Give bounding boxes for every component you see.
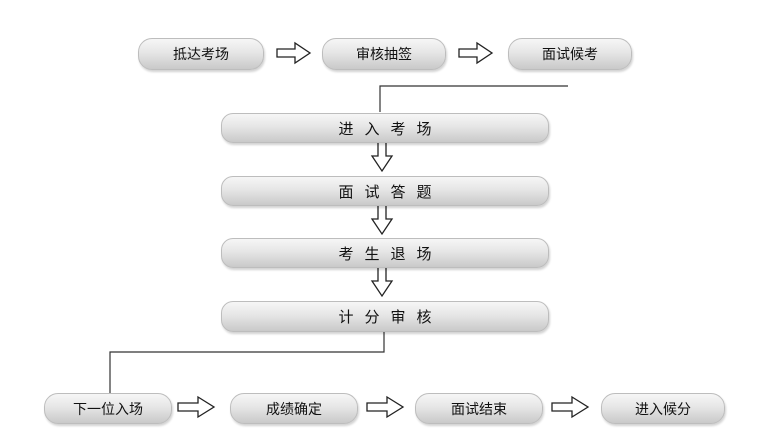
step-candidate-exit: 考生退场 bbox=[221, 238, 549, 268]
arrow-down-icon bbox=[370, 204, 394, 236]
step-arrive-venue: 抵达考场 bbox=[138, 38, 264, 70]
step-candidate-exit-label: 考生退场 bbox=[338, 244, 443, 263]
step-review-draw-lots: 审核抽签 bbox=[322, 38, 446, 70]
step-answer-questions: 面试答题 bbox=[221, 176, 549, 206]
step-wait-score: 进入候分 bbox=[601, 393, 725, 424]
step-wait-interview: 面试候考 bbox=[508, 38, 632, 70]
arrow-right-icon bbox=[177, 395, 216, 419]
connector-line bbox=[379, 85, 568, 112]
step-enter-venue: 进入考场 bbox=[221, 113, 549, 143]
step-answer-questions-label: 面试答题 bbox=[338, 182, 443, 201]
step-scoring-review: 计分审核 bbox=[221, 301, 549, 332]
step-scoring-review-label: 计分审核 bbox=[338, 308, 443, 326]
step-enter-venue-label: 进入考场 bbox=[338, 119, 443, 138]
arrow-right-icon bbox=[551, 395, 590, 419]
arrow-right-icon bbox=[458, 41, 494, 65]
connector-line bbox=[109, 331, 385, 393]
arrow-right-icon bbox=[276, 41, 312, 65]
step-next-candidate: 下一位入场 bbox=[44, 393, 172, 424]
arrow-right-icon bbox=[366, 395, 405, 419]
arrow-down-icon bbox=[370, 141, 394, 173]
step-confirm-score: 成绩确定 bbox=[230, 393, 358, 424]
step-interview-end: 面试结束 bbox=[415, 393, 543, 424]
arrow-down-icon bbox=[370, 266, 394, 298]
